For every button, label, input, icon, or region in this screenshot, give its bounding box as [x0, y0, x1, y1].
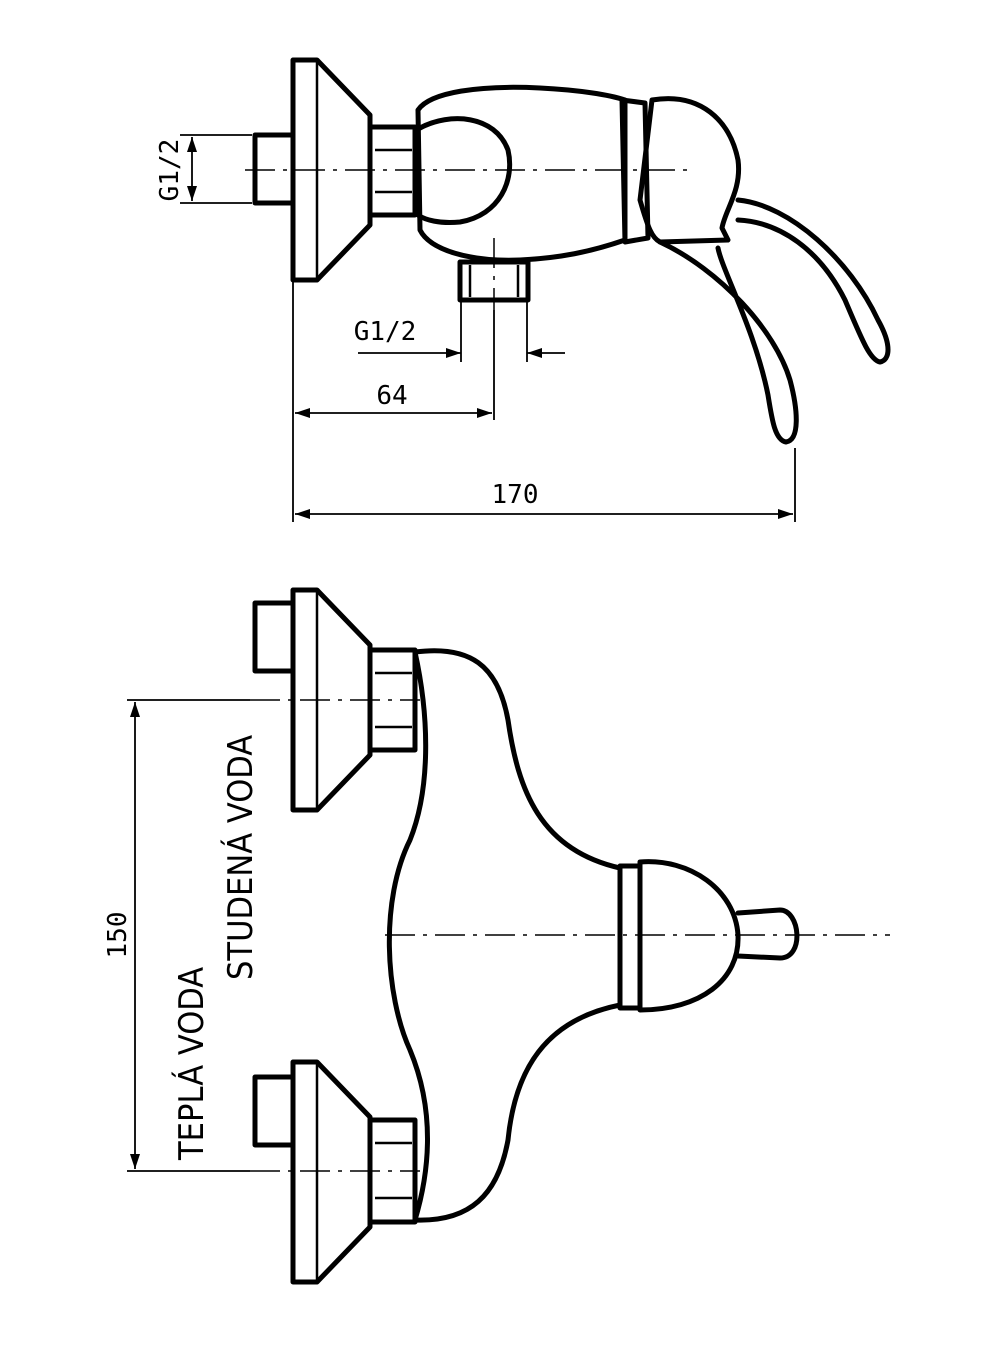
dim-inlet-thread-label: G1/2	[155, 139, 185, 202]
side-inlet-nut	[252, 132, 296, 206]
dim-total-depth-label: 170	[492, 480, 539, 510]
side-body-cap	[415, 116, 513, 225]
side-lever-head	[637, 96, 742, 245]
dim-outlet-offset-label: 64	[376, 381, 407, 411]
front-lever-dome	[637, 859, 741, 1013]
side-lever-raised	[735, 197, 891, 365]
dim-outlet-offset: 64	[292, 282, 495, 522]
front-view: 150 STUDENÁ VODA TEPLÁ VODA	[103, 587, 890, 1285]
dim-inlet-spacing-label: 150	[103, 912, 133, 959]
dim-inlet-thread: G1/2	[155, 134, 252, 204]
side-cartridge-ring	[619, 97, 651, 245]
front-upper-inlet-nut	[252, 600, 296, 674]
dim-total-depth: 170	[295, 448, 796, 522]
dim-outlet-thread-label: G1/2	[354, 317, 417, 347]
side-coupling-nut	[367, 124, 418, 218]
dim-inlet-spacing: 150	[103, 699, 250, 1172]
side-view: G1/2 G1/2 64 170	[155, 57, 891, 522]
front-mixer-body	[386, 648, 623, 1223]
cold-water-label: STUDENÁ VODA	[220, 735, 261, 980]
hot-water-label: TEPLÁ VODA	[171, 967, 212, 1161]
front-lower-flange	[290, 1059, 373, 1285]
dim-outlet-thread: G1/2	[354, 300, 565, 362]
front-lower-inlet-nut	[252, 1074, 296, 1148]
side-lever-handle	[657, 239, 799, 445]
front-lever-tip	[735, 907, 800, 961]
front-cartridge-ring	[617, 863, 643, 1011]
side-mixer-body	[415, 84, 628, 263]
